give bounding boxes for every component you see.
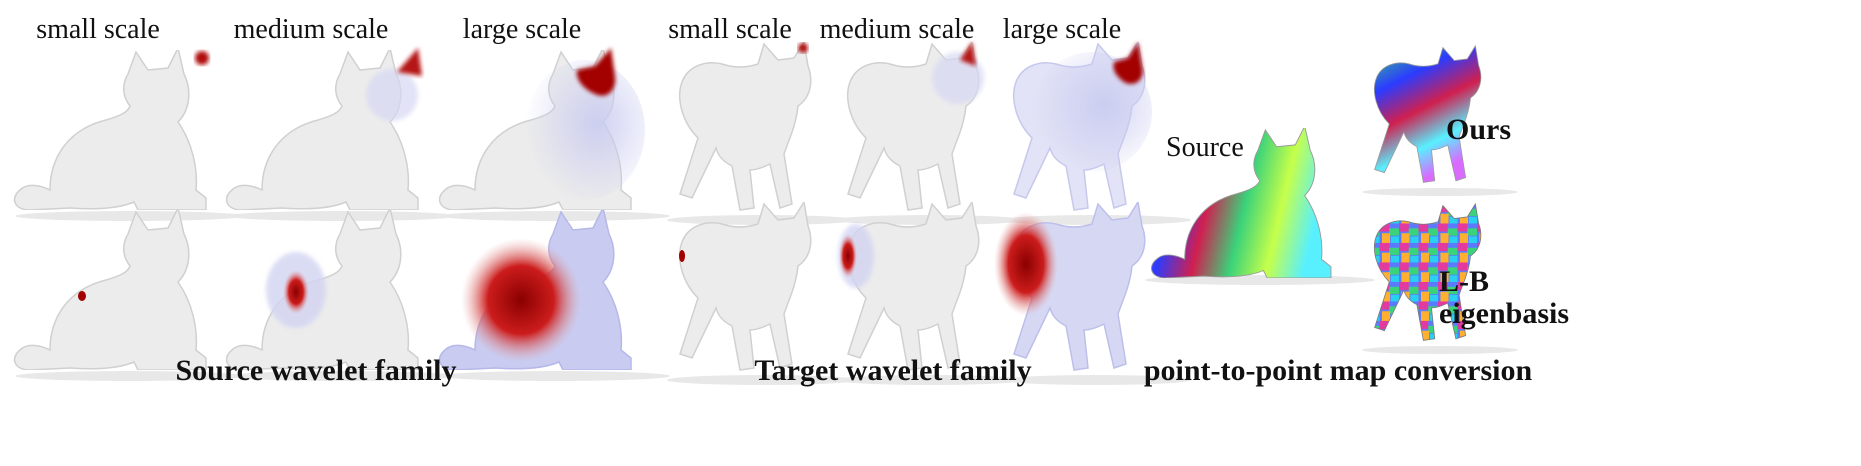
target-medium-scale-label: medium scale (819, 14, 975, 45)
source-medium-scale-label: medium scale (233, 14, 389, 45)
ours-cat-colored (1362, 45, 1518, 196)
source-medium-scale-bottom (225, 210, 457, 381)
source-family-caption: Source wavelet family (175, 354, 457, 387)
target-small-scale-top (667, 42, 857, 225)
target-large-scale-label: large scale (1002, 14, 1122, 45)
source-medium-scale-top (225, 48, 457, 221)
target-medium-scale-bottom (835, 202, 1025, 385)
target-wavelet-grid (667, 42, 1191, 385)
conversion-caption: point-to-point map conversion (1143, 354, 1533, 387)
source-wavelet-grid (13, 48, 670, 381)
target-large-scale-top (1001, 42, 1191, 225)
lb-label-line1: L-B (1439, 265, 1490, 298)
target-family-caption: Target wavelet family (754, 354, 1032, 387)
ours-label: Ours (1446, 113, 1512, 146)
source-label: Source (1166, 132, 1244, 163)
source-small-scale-label: small scale (36, 14, 160, 45)
source-cat-colored (1145, 128, 1375, 285)
lb-eigenbasis-cat-colored (1362, 203, 1518, 354)
target-small-scale-label: small scale (668, 14, 792, 45)
source-small-scale-top (13, 50, 245, 221)
lb-label-line2: eigenbasis (1439, 297, 1570, 330)
source-large-scale-bottom (438, 210, 670, 381)
source-small-scale-bottom (13, 210, 245, 381)
target-large-scale-bottom (994, 202, 1191, 385)
target-small-scale-bottom (667, 202, 857, 385)
source-large-scale-top (438, 48, 670, 221)
target-medium-scale-top (835, 42, 1025, 225)
conversion-panel (1145, 45, 1518, 354)
source-large-scale-label: large scale (462, 14, 582, 45)
